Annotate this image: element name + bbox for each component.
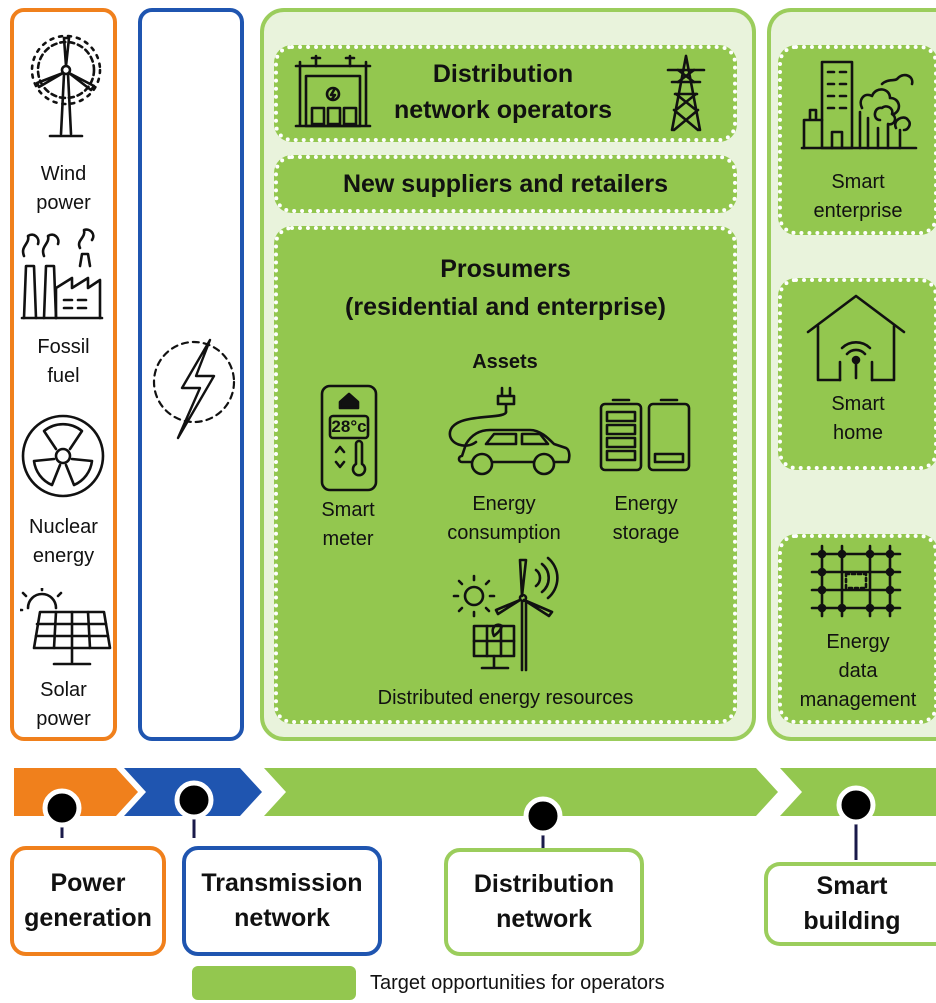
nuclear-icon <box>21 414 105 498</box>
wind-power-label-1: Wind <box>40 163 87 185</box>
prosumers-box <box>274 226 737 724</box>
transmission-marker <box>174 780 214 820</box>
data-grid-icon <box>810 544 902 618</box>
smart-enterprise-icon <box>800 60 918 150</box>
smart-building-marker <box>836 785 876 825</box>
assets-label: Assets <box>472 351 538 373</box>
smart-meter-label-2: meter <box>322 528 374 550</box>
energy-storage-label-1: Energy <box>614 493 678 515</box>
solar-power-label-2: power <box>36 708 91 730</box>
value-chain-arrow <box>14 768 936 860</box>
solar-power-label-1: Solar <box>40 679 87 701</box>
meter-reading: 28°c <box>331 417 367 436</box>
solar-panel-icon <box>20 588 112 666</box>
energy-data-label-2: data <box>838 660 878 682</box>
lightning-bolt-icon <box>152 338 236 440</box>
distribution-operators-label-1: Distribution <box>432 60 574 88</box>
smart-home-label-2: home <box>832 422 884 444</box>
energy-data-label-3: management <box>799 689 917 711</box>
factory-icon <box>20 228 104 320</box>
smart-home-icon <box>806 294 906 382</box>
arrow-distribution <box>264 768 778 816</box>
fossil-fuel-label-2: fuel <box>47 365 80 387</box>
nuclear-energy-label-1: Nuclear <box>29 516 98 538</box>
fossil-fuel-label-1: Fossil <box>37 336 90 358</box>
energy-data-management-box <box>778 534 936 724</box>
substation-icon <box>294 54 372 128</box>
transmission-column <box>138 8 244 741</box>
suppliers-retailers-label: New suppliers and retailers <box>342 170 669 198</box>
energy-consumption-label-2: consumption <box>447 522 561 544</box>
distribution-marker <box>523 796 563 836</box>
smart-enterprise-label-1: Smart <box>831 171 885 193</box>
smart-enterprise-label-2: enterprise <box>813 200 903 222</box>
legend-label: Target opportunities for operators <box>370 972 665 994</box>
smart-home-label-1: Smart <box>831 393 885 415</box>
prosumers-title-2: (residential and enterprise) <box>345 293 666 321</box>
energy-consumption-label-1: Energy <box>472 493 536 515</box>
legend-swatch <box>192 966 356 1000</box>
battery-storage-icon <box>599 398 691 472</box>
electric-car-icon <box>448 386 571 476</box>
power-tower-icon <box>666 54 706 132</box>
der-label: Distributed energy resources <box>377 687 634 709</box>
energy-data-label-1: Energy <box>826 631 890 653</box>
power-generation-column <box>10 8 117 741</box>
distributed-energy-icon <box>452 556 559 672</box>
nuclear-energy-label-2: energy <box>32 545 95 567</box>
wind-power-label-2: power <box>36 192 91 214</box>
power-marker <box>42 788 82 828</box>
prosumers-title-1: Prosumers <box>440 255 571 283</box>
wind-turbine-icon <box>30 34 102 138</box>
smart-meter-icon <box>320 384 378 492</box>
distribution-operators-label-2: network operators <box>393 96 613 124</box>
smart-meter-label-1: Smart <box>321 499 375 521</box>
suppliers-retailers-box <box>274 155 737 213</box>
energy-storage-label-2: storage <box>612 522 680 544</box>
